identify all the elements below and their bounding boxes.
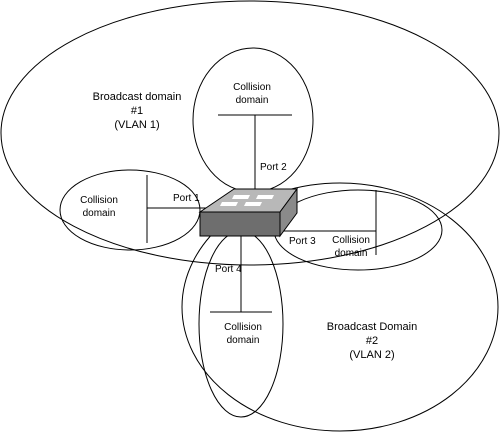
switch-side-face — [279, 187, 298, 238]
broadcast-domain-1-label-line2: #1 — [131, 105, 143, 117]
switch-arrows-icon — [220, 195, 274, 206]
port-2-label: Port 2 — [260, 162, 287, 173]
collision-domain-right-label-line2: domain — [335, 248, 368, 259]
broadcast-domain-2-label-line2: #2 — [366, 335, 378, 347]
collision-domain-left-boundary — [59, 169, 201, 251]
port-1-label: Port 1 — [173, 193, 200, 204]
port-4-label: Port 4 — [215, 264, 242, 275]
collision-domain-left-label-line1: Collision — [80, 195, 118, 206]
collision-domain-bottom-label-line2: domain — [227, 335, 260, 346]
collision-domain-top-label-line2: domain — [236, 95, 269, 106]
collision-domain-right-label-line1: Collision — [332, 235, 370, 246]
switch-front-face — [199, 211, 281, 237]
network-switch-icon — [198, 187, 298, 238]
broadcast-domain-2-label-line1: Broadcast Domain — [327, 321, 418, 333]
collision-domain-top-boundary — [192, 47, 314, 193]
broadcast-domain-1-label-line1: Broadcast domain — [93, 91, 182, 103]
broadcast-domain-1-label-line3: (VLAN 1) — [114, 119, 159, 131]
port-3-label: Port 3 — [289, 236, 316, 247]
broadcast-domain-2-boundary — [181, 182, 499, 432]
segment-wires — [146, 114, 377, 313]
collision-domain-left-label-line2: domain — [83, 208, 116, 219]
collision-domain-bottom-label-line1: Collision — [224, 322, 262, 333]
collision-domain-top-label-line1: Collision — [233, 82, 271, 93]
broadcast-domain-2-label-line3: (VLAN 2) — [349, 349, 394, 361]
broadcast-domain-1-boundary — [0, 0, 500, 266]
